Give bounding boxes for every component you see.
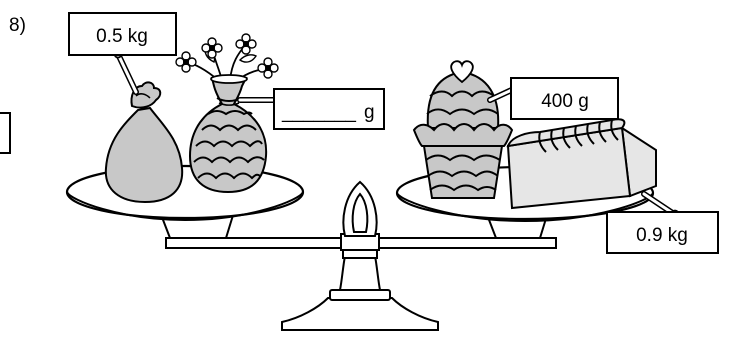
cupcake-icon <box>414 61 512 198</box>
sack-icon <box>106 82 182 202</box>
tag-sack-label: 0.5 kg <box>96 26 148 47</box>
tag-bread: 0.9 kg <box>607 212 718 253</box>
tag-bread-label: 0.9 kg <box>636 225 688 246</box>
question-number: 8) <box>9 15 26 36</box>
tag-vase-unit: g <box>364 102 375 123</box>
flower-icon <box>176 34 278 78</box>
tag-vase: _______ g <box>274 89 384 129</box>
tag-cupcake: 400 g <box>511 78 618 119</box>
bread-loaf-icon <box>508 119 656 208</box>
tag-sack: 0.5 kg <box>69 13 176 55</box>
tag-cupcake-label: 400 g <box>541 91 589 112</box>
tag-vase-blank: _______ <box>281 102 356 123</box>
edge-box <box>0 113 10 153</box>
vase-icon <box>186 44 268 192</box>
